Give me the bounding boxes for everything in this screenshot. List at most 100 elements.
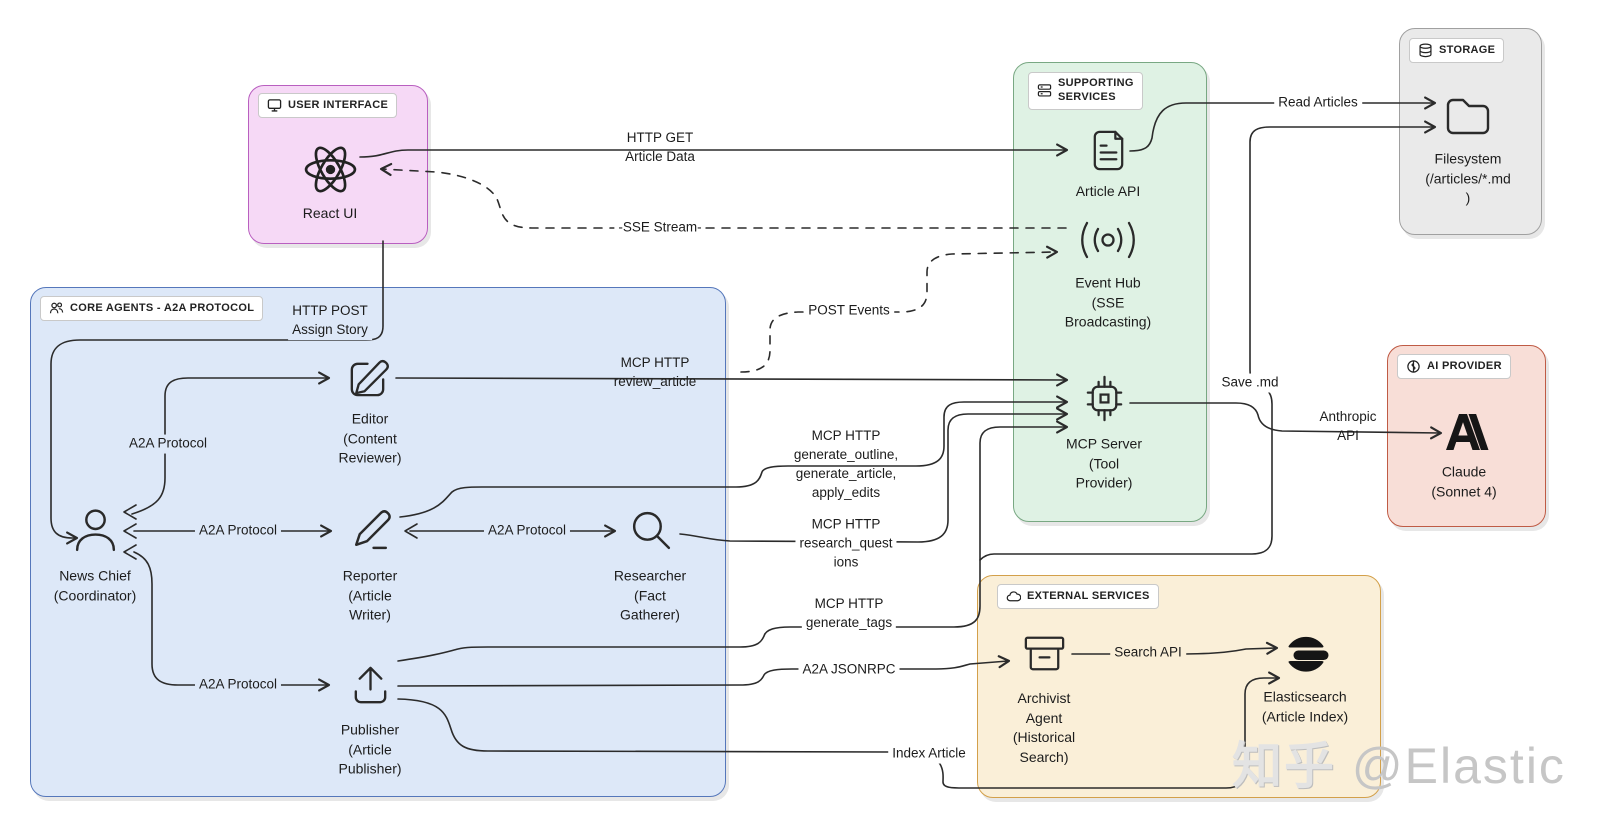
node-elasticsearch	[1281, 629, 1331, 684]
chevron-into-news-chief-2	[123, 523, 137, 539]
edge-label-a2a-researcher: A2A Protocol	[483, 521, 571, 541]
edge-label-a2a-jsonrpc: A2A JSONRPC	[798, 660, 900, 680]
edge-label-generate-outline: MCP HTTP generate_outline, generate_arti…	[793, 428, 899, 500]
edge-index-article-line	[397, 671, 1281, 789]
label-reporter: Reporter (Article Writer)	[342, 567, 398, 623]
elastic-logo	[1288, 636, 1329, 672]
node-news-chief	[70, 505, 121, 561]
pencil-icon	[354, 510, 391, 550]
edge-research-questions-line	[679, 407, 1069, 543]
chevron-into-news-chief-3	[123, 544, 137, 560]
edge-label-a2a-editor: A2A Protocol	[124, 434, 212, 454]
edit-square-icon	[350, 359, 389, 397]
group-core-agents	[30, 287, 726, 797]
react-icon	[304, 146, 357, 193]
database-icon	[1419, 43, 1432, 58]
node-researcher	[626, 506, 675, 560]
edge-label-http-get: HTTP GET Article Data	[625, 130, 695, 164]
node-mcp-server	[1079, 373, 1130, 429]
node-article-api	[1086, 127, 1131, 179]
edge-label-save-md: Save .md	[1217, 373, 1283, 393]
node-reporter	[346, 506, 395, 560]
edge-a2a-jsonrpc-line	[397, 655, 1011, 687]
chevron-into-reporter	[404, 523, 418, 539]
edge-read-articles-line	[1129, 96, 1437, 152]
edge-label-a2a-publisher: A2A Protocol	[194, 675, 282, 695]
edge-label-sse-stream: -SSE Stream-	[614, 218, 706, 238]
watermark-handle: @Elastic	[1351, 738, 1566, 794]
label-event-hub: Event Hub (SSE Broadcasting)	[1064, 274, 1152, 330]
edge-save-md-line	[979, 120, 1437, 561]
edge-label-read-articles: Read Articles	[1274, 93, 1362, 113]
edge-a2a-publisher-line	[133, 551, 331, 692]
edge-generate-tags-line	[397, 420, 1069, 662]
chip-core-agents: CORE AGENTS - A2A PROTOCOL	[40, 296, 264, 321]
watermark-cjk: 知乎	[1232, 738, 1336, 794]
node-claude	[1436, 412, 1494, 457]
chip-supporting-services: SUPPORTING SERVICES	[1028, 72, 1143, 110]
archive-box-icon	[1024, 636, 1065, 671]
group-label: USER INTERFACE	[288, 98, 389, 111]
node-archivist	[1019, 629, 1070, 683]
label-claude: Claude (Sonnet 4)	[1431, 463, 1497, 499]
group-label: SUPPORTING SERVICES	[1058, 77, 1134, 103]
chip-storage: STORAGE	[1409, 38, 1505, 63]
label-react-ui: React UI	[302, 205, 358, 222]
edge-label-http-post: HTTP POST Assign Story	[288, 302, 372, 340]
group-label: CORE AGENTS - A2A PROTOCOL	[70, 301, 255, 314]
watermark: 知乎 @Elastic	[1232, 726, 1566, 798]
edge-http-get-line	[359, 143, 1069, 158]
label-publisher: Publisher (Article Publisher)	[338, 721, 402, 777]
node-react-ui	[302, 141, 359, 203]
label-filesystem: Filesystem (/articles/*.md )	[1425, 150, 1511, 206]
edge-label-index-article: Index Article	[888, 744, 970, 764]
edge-label-generate-tags: MCP HTTP generate_tags	[801, 595, 897, 633]
edge-label-research-questions: MCP HTTP research_quest ions	[795, 515, 897, 573]
people-icon	[49, 302, 64, 314]
label-article-api: Article API	[1075, 183, 1141, 200]
label-news-chief: News Chief (Coordinator)	[53, 567, 137, 603]
edge-label-a2a-reporter: A2A Protocol	[194, 521, 282, 541]
edge-label-anthropic-api: Anthropic API	[1319, 409, 1377, 443]
group-label: AI PROVIDER	[1427, 359, 1502, 372]
node-event-hub	[1076, 220, 1140, 265]
brain-icon	[1407, 360, 1420, 373]
monitor-icon	[267, 99, 282, 112]
chip-icon	[1086, 375, 1123, 422]
chip-external-services: EXTERNAL SERVICES	[997, 584, 1159, 609]
edge-label-review-article: MCP HTTP review_article	[613, 355, 697, 389]
edge-post-events-line	[740, 245, 1059, 373]
group-external-services	[977, 575, 1381, 798]
edge-label-post-events: POST Events	[804, 301, 894, 321]
servers-icon	[1037, 84, 1052, 97]
broadcast-icon	[1081, 221, 1135, 259]
node-publisher	[347, 662, 394, 714]
label-elasticsearch: Elasticsearch (Article Index)	[1261, 688, 1349, 724]
document-icon	[1093, 130, 1124, 171]
group-label: EXTERNAL SERVICES	[1027, 589, 1150, 602]
anthropic-logo	[1446, 414, 1489, 450]
label-archivist: Archivist Agent (Historical Search)	[1012, 689, 1076, 765]
label-researcher: Researcher (Fact Gatherer)	[613, 567, 687, 623]
edge-label-search-api: Search API	[1110, 643, 1186, 663]
folder-icon	[1446, 98, 1490, 135]
magnifier-icon	[632, 511, 671, 550]
upload-icon	[354, 666, 387, 704]
edge-generate-outline-line	[399, 395, 1069, 518]
edge-a2a-editor-line	[131, 371, 331, 515]
label-editor: Editor (Content Reviewer)	[338, 410, 402, 466]
edge-anthropic-api-line	[1129, 402, 1443, 440]
chip-user-interface: USER INTERFACE	[258, 93, 398, 118]
edge-review-article-line	[395, 373, 1069, 387]
person-icon	[75, 509, 116, 552]
chevron-into-news-chief-1	[123, 504, 137, 520]
edge-assign-story-line	[50, 240, 384, 545]
edge-sse-stream-line	[379, 162, 1067, 229]
group-label: STORAGE	[1439, 43, 1496, 56]
node-editor	[344, 354, 391, 406]
label-mcp-server: MCP Server (Tool Provider)	[1066, 435, 1142, 491]
cloud-icon	[1006, 591, 1021, 602]
node-filesystem	[1442, 95, 1494, 144]
group-supporting-services	[1013, 62, 1207, 522]
